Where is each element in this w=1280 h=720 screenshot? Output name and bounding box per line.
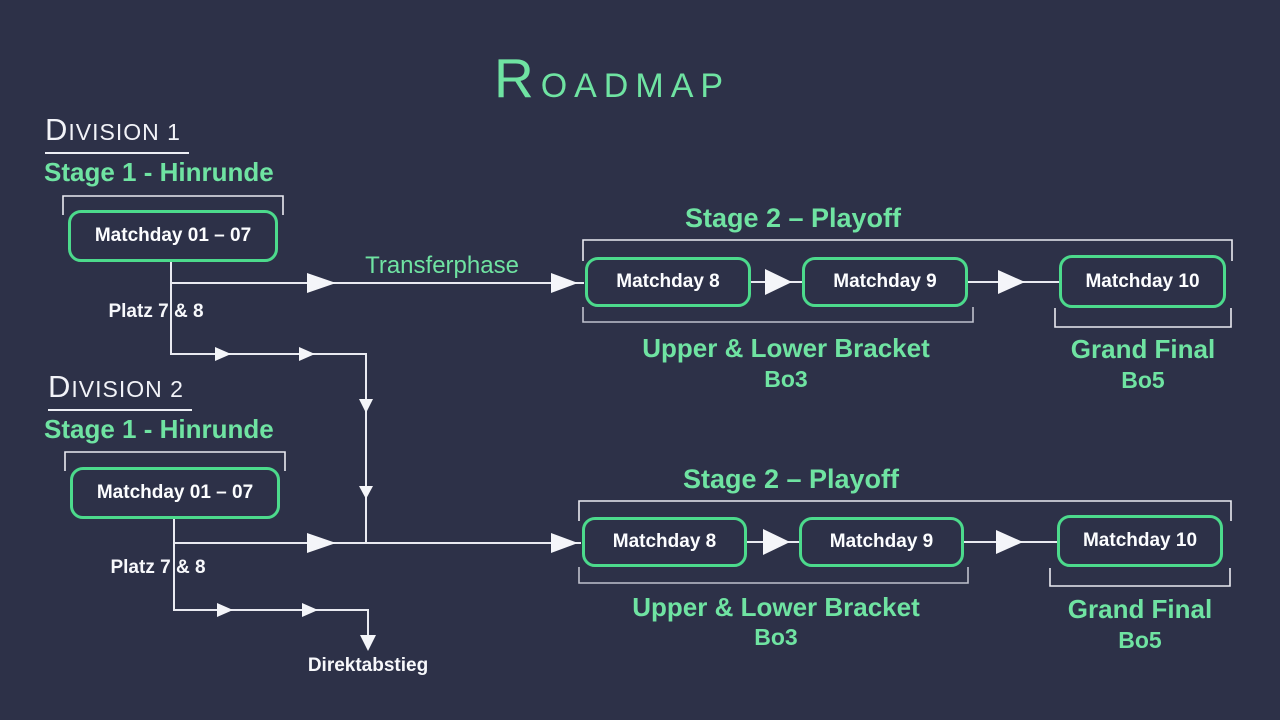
div1-stage2-top-bracket	[582, 239, 1233, 261]
div2-upper-lower-bottom-bracket	[578, 567, 969, 584]
div2-md9-md10-arrow	[996, 530, 1023, 554]
division-1-stage-2-title: Stage 2 – Playoff	[684, 203, 902, 233]
div1-stage1-top-bracket	[62, 195, 284, 215]
div1-md8-md9-arrow	[765, 269, 792, 295]
div1-feed-arrow-2	[551, 273, 578, 293]
division-2-bo3-label: Bo3	[754, 624, 798, 650]
div2-elbow-arrow-1	[217, 603, 233, 617]
division-2-direktabstieg-label: Direktabstieg	[307, 655, 429, 676]
page-title: Roadmap	[493, 47, 731, 109]
division-1-upper-lower-bracket-label: Upper & Lower Bracket	[642, 333, 930, 363]
division-1-platz-7-8-label: Platz 7 & 8	[108, 301, 204, 322]
division-1-stage-1-title: Stage 1 - Hinrunde	[44, 157, 274, 187]
div1-relegation-elbow	[170, 262, 367, 542]
division-1-matchday-9-box: Matchday 9	[802, 257, 968, 307]
division-2-upper-lower-bracket-label: Upper & Lower Bracket	[632, 592, 920, 622]
div1-elbow-arrow-1	[215, 347, 231, 361]
division-2-matchday-9-box: Matchday 9	[799, 517, 964, 567]
division-2-platz-7-8-label: Platz 7 & 8	[110, 557, 206, 578]
div1-md9-md10-arrow	[998, 270, 1025, 294]
division-1-transferphase-label: Transferphase	[365, 252, 519, 279]
division-1-matchday-10-box: Matchday 10	[1059, 255, 1226, 308]
division-2-matchday-10-box: Matchday 10	[1057, 515, 1223, 567]
div1-elbow-arrow-2	[299, 347, 315, 361]
division-1-matchday-01-07-box: Matchday 01 – 07	[68, 210, 278, 262]
div2-relegation-elbow	[173, 519, 369, 636]
div1-upper-lower-bottom-bracket	[582, 307, 974, 323]
division-2-heading: Division 2	[48, 369, 192, 411]
division-2-stage-2-title: Stage 2 – Playoff	[682, 464, 900, 494]
division-1-bo3-label: Bo3	[764, 366, 808, 392]
division-2-bo5-label: Bo5	[1118, 627, 1162, 653]
division-2-matchday-8-box: Matchday 8	[582, 517, 747, 567]
division-2-stage-1-title: Stage 1 - Hinrunde	[44, 414, 274, 444]
div2-stage2-top-bracket	[578, 500, 1232, 521]
division-1-bo5-label: Bo5	[1121, 367, 1165, 393]
div2-md8-md9-arrow	[763, 529, 790, 555]
division-2-matchday-01-07-box: Matchday 01 – 07	[70, 467, 280, 519]
div1-down-arrow-2	[359, 486, 373, 499]
div2-feed-arrow-1	[307, 533, 336, 553]
div2-stage1-top-bracket	[64, 451, 286, 471]
div2-elbow-arrow-2	[302, 603, 318, 617]
division-1-grand-final-label: Grand Final	[1070, 334, 1216, 364]
division-1-matchday-8-box: Matchday 8	[585, 257, 751, 307]
division-1-heading: Division 1	[45, 112, 189, 154]
div2-direct-relegation-down-arrow	[360, 635, 376, 651]
div1-grandfinal-bottom-bracket	[1054, 308, 1232, 328]
division-2-grand-final-label: Grand Final	[1067, 594, 1213, 624]
div2-feed-arrow-2	[551, 533, 578, 553]
div1-feed-arrow-1	[307, 273, 336, 293]
div2-grandfinal-bottom-bracket	[1049, 568, 1231, 587]
div1-down-arrow-1	[359, 399, 373, 413]
